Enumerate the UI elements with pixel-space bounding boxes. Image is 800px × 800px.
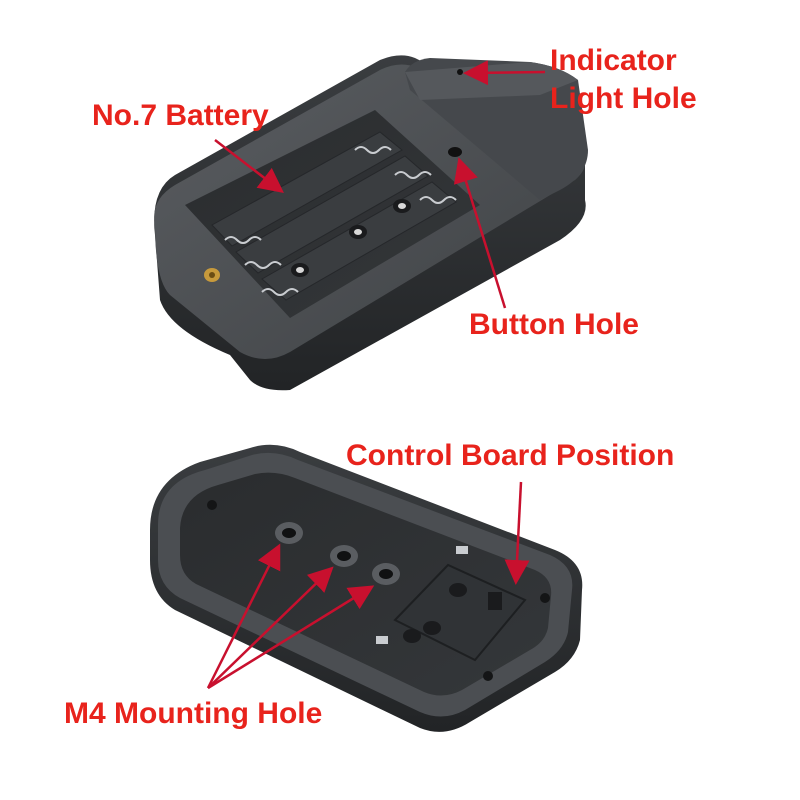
battery-springs-left [224,236,299,296]
m4-mounting-holes [275,522,400,585]
spring [394,171,432,179]
arrow-mounting-2 [207,566,334,689]
board-post [449,583,467,597]
arrow-battery [214,139,284,194]
arrow-mounting-3 [207,585,375,690]
corner-screw-hole [483,671,493,681]
indicator-light-hole-label: Indicator Light Hole [550,42,697,118]
board-post [403,629,421,643]
control-board-pocket [376,546,527,662]
spring [224,236,262,244]
corner-screw-hole [207,500,217,510]
arrow-mounting-1 [206,543,281,689]
mounting-hole [282,528,296,538]
battery-label: No.7 Battery [92,99,269,132]
cavity-hole-light [296,267,304,273]
button-hole [448,147,462,157]
spring [419,196,457,204]
arrow-button [453,157,507,309]
battery-springs-right [354,146,457,204]
cavity-hole-light [354,229,362,235]
metal-tab [456,546,468,554]
corner-screw-hole [540,593,550,603]
spring [354,146,392,154]
indicator-light-hole [457,69,463,75]
control-board-label: Control Board Position [346,439,675,472]
metal-tab [376,636,388,644]
indicator-label-line1: Indicator [550,44,677,77]
spring [261,288,299,296]
battery-slot-2 [235,155,429,274]
battery-housing [154,55,588,391]
board-pocket [393,563,527,662]
button-hole-label: Button Hole [469,308,639,341]
control-housing [150,444,583,732]
brass-insert-hole [209,272,215,278]
annotation-arrows [206,60,546,690]
cavity-screw-holes [291,199,411,277]
arrow-control-board [504,481,530,585]
cavity-hole-light [398,203,406,209]
mounting-hole [379,569,393,579]
indicator-label-line2: Light Hole [550,82,697,115]
mounting-hole-label: M4 Mounting Hole [64,697,323,730]
spring [244,261,282,269]
arrow-indicator [463,60,546,86]
board-slot [488,592,502,610]
mounting-hole [337,551,351,561]
board-post [423,621,441,635]
